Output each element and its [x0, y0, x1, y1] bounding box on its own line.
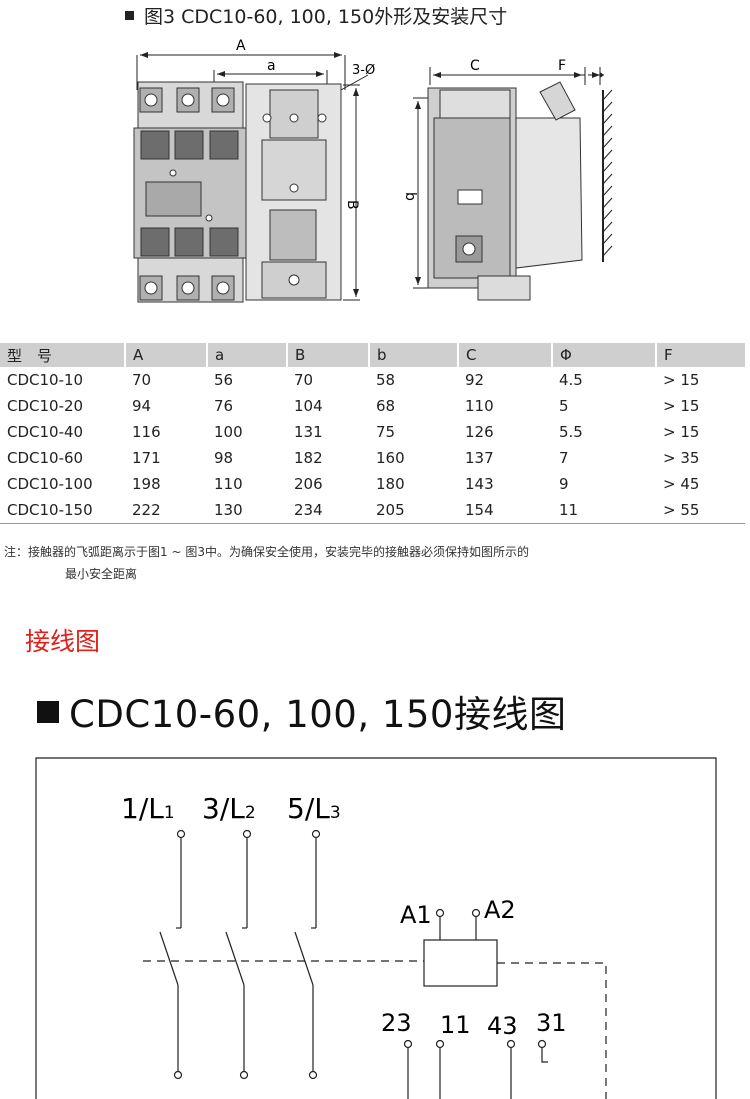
terminal-label-l1: 1/L1 [121, 792, 175, 825]
table-cell: 70 [132, 371, 152, 389]
table-cell: 98 [214, 449, 234, 467]
table-cell: 94 [132, 397, 152, 415]
terminal-label-l3: 5/L3 [287, 792, 341, 825]
col-header-F: F [655, 343, 745, 367]
col-header-phi: Φ [551, 343, 656, 367]
wiring-heading: 接线图 [25, 627, 101, 656]
wiring-title: CDC10-60, 100, 150接线图 [37, 684, 566, 738]
table-row: CDC10-100 198 110 206 180 143 9 > 45 [0, 471, 745, 497]
col-header-a: a [206, 343, 287, 367]
table-cell: 68 [376, 397, 396, 415]
table-cell: 5.5 [559, 423, 583, 441]
table-cell: 104 [294, 397, 323, 415]
table-cell: CDC10-40 [7, 423, 84, 441]
table-cell: > 15 [663, 423, 700, 441]
table-cell: 154 [458, 497, 552, 524]
table-cell: 58 [376, 371, 396, 389]
terminal-label-11: 11 [440, 1011, 471, 1039]
table-cell: CDC10-100 [7, 475, 93, 493]
square-bullet-icon [37, 701, 59, 723]
table-cell: CDC10-150 [0, 497, 125, 524]
table-row: CDC10-60 171 98 182 160 137 7 > 35 [0, 445, 745, 471]
table-cell: > 55 [656, 497, 745, 524]
terminal-label-31: 31 [536, 1009, 567, 1037]
terminal-label-43: 43 [487, 1012, 518, 1040]
dim-label-A: A [236, 38, 246, 54]
table-cell: 4.5 [559, 371, 583, 389]
table-cell: 110 [465, 397, 494, 415]
table-cell: 182 [294, 449, 323, 467]
table-row: CDC10-150 222 130 234 205 154 11 > 55 [0, 497, 745, 524]
table-cell: 143 [465, 475, 494, 493]
table-cell: CDC10-60 [7, 449, 84, 467]
table-cell: 234 [287, 497, 369, 524]
table-cell: 126 [465, 423, 494, 441]
table-cell: CDC10-20 [7, 397, 84, 415]
table-cell: 56 [214, 371, 234, 389]
table-cell: 222 [125, 497, 207, 524]
table-cell: 130 [207, 497, 287, 524]
table-cell: 160 [376, 449, 405, 467]
table-row: CDC10-40 116 100 131 75 126 5.5 > 15 [0, 419, 745, 445]
table-cell: 137 [465, 449, 494, 467]
table-cell: 7 [559, 449, 569, 467]
table-cell: > 45 [663, 475, 700, 493]
dim-label-hole: 3-Ø [352, 63, 375, 78]
col-header-model: 型 号 [0, 343, 125, 367]
table-cell: 70 [294, 371, 314, 389]
dim-label-F: F [558, 58, 566, 74]
table-cell: 110 [214, 475, 243, 493]
table-row: CDC10-10 70 56 70 58 92 4.5 > 15 [0, 367, 745, 393]
table-cell: 75 [376, 423, 396, 441]
contactor-front-view [133, 81, 342, 303]
table-cell: 206 [294, 475, 323, 493]
wiring-diagram: 1/L1 3/L2 5/L3 A1 A2 23 11 43 31 [35, 757, 717, 1099]
contactor-side-view [427, 81, 613, 301]
col-header-b: b [368, 343, 458, 367]
dim-label-C: C [470, 58, 480, 74]
table-cell: 131 [294, 423, 323, 441]
table-cell: 198 [132, 475, 161, 493]
table-cell: > 15 [663, 371, 700, 389]
dimension-drawing: A a 3-Ø B [133, 38, 613, 303]
table-cell: > 15 [663, 397, 700, 415]
figure-title: 图3 CDC10-60, 100, 150外形及安装尺寸 [125, 2, 507, 29]
table-cell: 92 [465, 371, 485, 389]
terminal-label-a2: A2 [484, 896, 516, 924]
terminal-label-l2: 3/L2 [202, 792, 256, 825]
table-cell: 116 [132, 423, 161, 441]
table-cell: 76 [214, 397, 234, 415]
table-cell: CDC10-10 [7, 371, 84, 389]
table-cell: 205 [369, 497, 458, 524]
table-cell: 180 [376, 475, 405, 493]
col-header-C: C [457, 343, 552, 367]
table-cell: 5 [559, 397, 569, 415]
table-cell: 171 [132, 449, 161, 467]
col-header-B: B [286, 343, 369, 367]
dim-label-b: b [402, 192, 418, 201]
note-text: 注：接触器的飞弧距离示于图1 ~ 图3中。为确保安全使用，安装完毕的接触器必须保… [4, 545, 529, 581]
terminal-label-a1: A1 [400, 901, 432, 929]
square-bullet-icon [125, 11, 134, 20]
table-row: CDC10-20 94 76 104 68 110 5 > 15 [0, 393, 745, 419]
terminal-label-23: 23 [381, 1009, 412, 1037]
table-cell: 9 [559, 475, 569, 493]
table-cell: 100 [214, 423, 243, 441]
dim-label-B: B [344, 200, 360, 210]
table-cell: > 35 [663, 449, 700, 467]
dimension-table: 型 号 A a B b C Φ F CDC10-10 70 56 70 58 9… [0, 343, 745, 524]
table-header-row: 型 号 A a B b C Φ F [0, 343, 745, 367]
dim-label-a: a [267, 58, 276, 74]
col-header-A: A [124, 343, 207, 367]
table-cell: 11 [552, 497, 656, 524]
